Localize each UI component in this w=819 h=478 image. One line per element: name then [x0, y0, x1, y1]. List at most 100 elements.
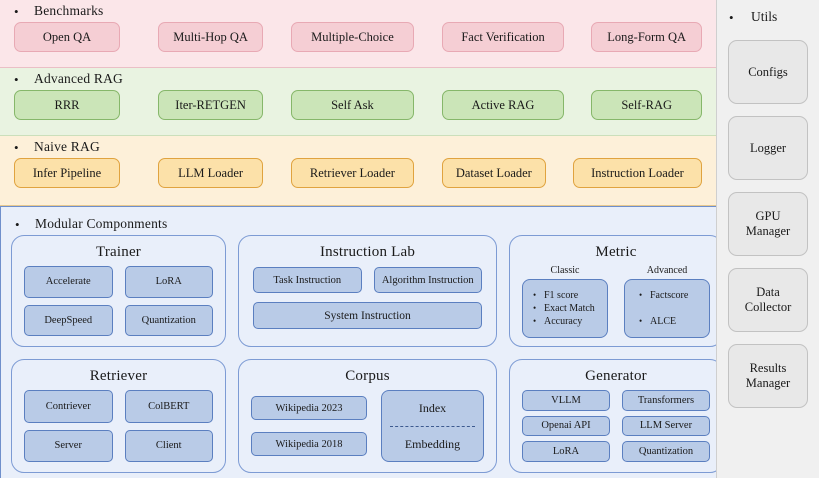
chip-trainer-3[interactable]: Quantization — [124, 304, 213, 336]
chip-grid-retriever: Contriever ColBERT Server Client — [24, 390, 213, 462]
bullet-icon: • — [729, 9, 734, 25]
instruction-top-row: Task Instruction Algorithm Instruction — [253, 267, 482, 293]
pill-advanced-rag-0[interactable]: RRR — [14, 90, 121, 120]
metric-item-label: F1 score — [544, 290, 579, 301]
chip-instruction-top-0[interactable]: Task Instruction — [253, 267, 362, 293]
chip-generator-1[interactable]: Transformers — [622, 390, 710, 411]
sidebar-header: • Utils — [717, 0, 819, 34]
pill-benchmarks-3[interactable]: Fact Verification — [441, 22, 565, 52]
layer-stack: • Benchmarks Open QA Multi-Hop QA Multiple… — [0, 0, 723, 478]
pill-naive-rag-4[interactable]: Instruction Loader — [572, 158, 702, 188]
pill-advanced-rag-3[interactable]: Active RAG — [441, 90, 565, 120]
metric-item-label: Exact Match — [544, 303, 595, 314]
pill-naive-rag-0[interactable]: Infer Pipeline — [14, 158, 121, 188]
pill-benchmarks-2[interactable]: Multiple-Choice — [291, 22, 414, 52]
band-header-advanced-rag: • Advanced RAG — [0, 68, 716, 90]
chip-retriever-1[interactable]: ColBERT — [124, 390, 213, 423]
pill-naive-rag-2[interactable]: Retriever Loader — [291, 158, 414, 188]
chip-generator-5[interactable]: Quantization — [622, 441, 710, 462]
metric-item-1-1[interactable]: •ALCE — [639, 315, 709, 328]
chip-generator-3[interactable]: LLM Server — [622, 415, 710, 437]
bullet-icon: • — [533, 316, 537, 326]
bullet-icon: • — [639, 316, 643, 327]
pill-advanced-rag-4[interactable]: Self-RAG — [591, 90, 702, 120]
band-title: Benchmarks — [34, 3, 104, 18]
bullet-icon: • — [639, 289, 643, 300]
metric-group-label-0: Classic — [550, 265, 580, 276]
metric-item-0-2[interactable]: • Accuracy — [533, 315, 607, 328]
metric-group-advanced: Advanced • Factscore •ALCE — [624, 264, 710, 338]
metric-group-label-1: Advanced — [646, 265, 688, 276]
metric-item-0-0[interactable]: •F1 score — [533, 289, 607, 302]
metric-item-0-1[interactable]: • Exact Match — [533, 302, 607, 315]
pill-benchmarks-0[interactable]: Open QA — [14, 22, 121, 52]
band-benchmarks: • Benchmarks Open QA Multi-Hop QA Multiple… — [0, 0, 716, 68]
chip-generator-0[interactable]: VLLM — [522, 390, 610, 411]
chip-instruction-bottom-0[interactable]: System Instruction — [253, 302, 482, 329]
bullet-icon: • — [14, 3, 19, 19]
instruction-bottom-row: System Instruction — [253, 302, 482, 329]
naive-rag-pill-row: Infer Pipeline LLM Loader Retriever Loader… — [0, 158, 716, 188]
chip-trainer-2[interactable]: DeepSpeed — [24, 304, 113, 336]
pill-naive-rag-1[interactable]: LLM Loader — [158, 158, 264, 188]
sidebar-item-logger[interactable]: Logger — [728, 116, 808, 180]
pill-naive-rag-3[interactable]: Dataset Loader — [441, 158, 546, 188]
metric-group-classic: Classic•F1 score•Exact Match•Accuracy — [522, 264, 608, 338]
card-title-metric: Metric — [595, 244, 637, 260]
bullet-icon: • — [14, 139, 19, 155]
chip-corpus-0[interactable]: Wikipedia 2023 — [251, 396, 367, 420]
chip-grid-trainer: Accelerate LoRA DeepSpeed Quantization — [24, 266, 213, 336]
chip-generator-4[interactable]: LoRA — [522, 441, 610, 462]
advanced-rag-pill-row: RRR Iter-RETGEN Self Ask Active RAG Self-RAG — [0, 90, 716, 120]
metric-item-label: Factscore — [650, 289, 689, 301]
band-advanced-rag: • Advanced RAG RRR Iter-RETGEN Self Ask Act… — [0, 68, 716, 136]
band-header-benchmarks: • Benchmarks — [0, 0, 716, 22]
card-title-trainer: Trainer — [95, 244, 141, 260]
chip-corpus-1[interactable]: Wikipedia 2018 — [251, 432, 367, 456]
metric-list-advanced: • Factscore •ALCE — [624, 279, 710, 338]
band-title: Advanced RAG — [34, 71, 124, 86]
chip-instruction-top-1[interactable]: Algorithm Instruction — [373, 267, 482, 293]
chip-trainer-0[interactable]: Accelerate — [24, 266, 113, 298]
dashed-divider — [390, 425, 475, 427]
band-title: Naive RAG — [34, 139, 100, 154]
metric-item-label: Accuracy — [544, 316, 583, 327]
sidebar-title: Utils — [751, 9, 778, 24]
chip-retriever-2[interactable]: Server — [24, 429, 113, 462]
chip-trainer-1[interactable]: LoRA — [124, 266, 213, 298]
pill-advanced-rag-2[interactable]: Self Ask — [291, 90, 414, 120]
band-title: Modular Componments — [35, 216, 168, 231]
bullet-icon: • — [533, 303, 537, 313]
card-title-corpus: Corpus — [345, 368, 390, 384]
pill-advanced-rag-1[interactable]: Iter-RETGEN — [158, 90, 264, 120]
benchmark-pill-row: Open QA Multi-Hop QA Multiple-Choice Fact V… — [0, 22, 716, 52]
chip-retriever-0[interactable]: Contriever — [24, 390, 113, 423]
band-naive-rag: • Naive RAG Infer Pipeline LLM Loader Retr… — [0, 136, 716, 206]
sidebar-item-configs[interactable]: Configs — [728, 40, 808, 104]
bullet-icon: • — [15, 216, 20, 232]
card-title-generator: Generator — [585, 368, 647, 384]
pill-benchmarks-1[interactable]: Multi-Hop QA — [158, 22, 264, 52]
chip-retriever-3[interactable]: Client — [124, 429, 213, 462]
bullet-icon: • — [14, 71, 19, 87]
metric-item-1-0[interactable]: • Factscore — [639, 289, 709, 302]
chip-generator-2[interactable]: Openai API — [522, 415, 610, 437]
pill-benchmarks-4[interactable]: Long-Form QA — [591, 22, 702, 52]
band-header-modular: • Modular Componments — [1, 207, 716, 237]
